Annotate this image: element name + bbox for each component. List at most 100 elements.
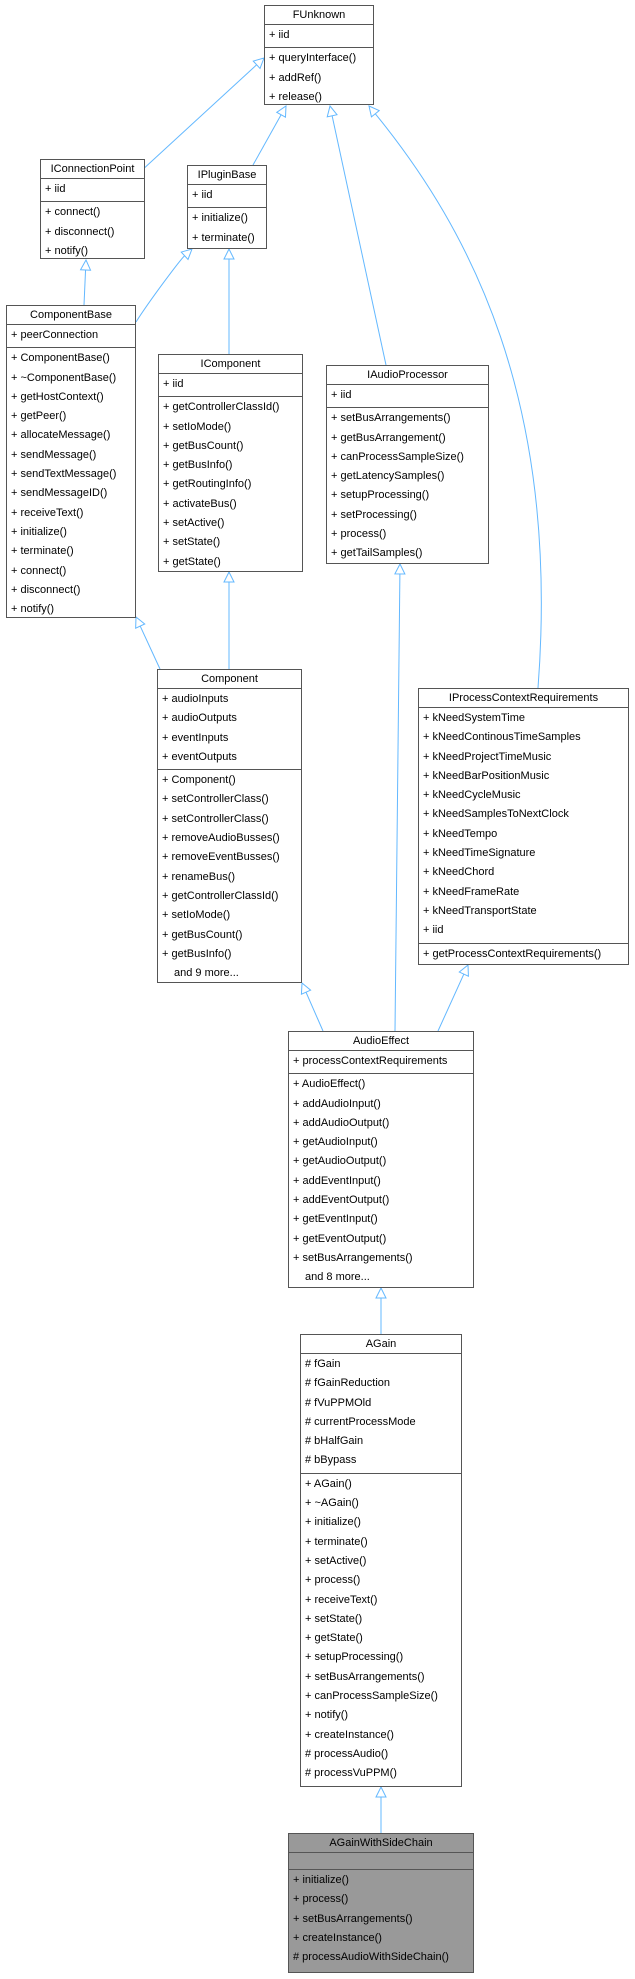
class-title[interactable]: Component	[158, 670, 301, 689]
attribute-row[interactable]: + kNeedSystemTime	[423, 712, 525, 724]
method-row[interactable]: + canProcessSampleSize()	[331, 450, 464, 463]
attribute-row[interactable]: + kNeedContinousTimeSamples	[423, 731, 581, 744]
method-row[interactable]: + Component()	[162, 774, 236, 787]
class-title[interactable]: FUnknown	[265, 6, 373, 25]
method-row[interactable]: + getEventInput()	[293, 1213, 378, 1226]
method-row[interactable]: + ~ComponentBase()	[11, 371, 117, 384]
class-title[interactable]: IProcessContextRequirements	[419, 689, 628, 708]
attribute-row[interactable]: + iid	[423, 924, 444, 937]
method-row[interactable]: + createInstance()	[293, 1931, 382, 1944]
class-ipluginbase[interactable]: IPluginBase + iid + initialize() + terminat…	[187, 165, 267, 249]
method-row[interactable]: + getBusInfo()	[163, 459, 233, 472]
class-title[interactable]: IAudioProcessor	[327, 366, 488, 385]
method-row[interactable]: + createInstance()	[305, 1728, 394, 1741]
method-row[interactable]: + getAudioOutput()	[293, 1155, 387, 1168]
method-row[interactable]: + terminate()	[11, 545, 74, 558]
method-row[interactable]: + addEventOutput()	[293, 1194, 390, 1207]
method-row[interactable]: + terminate()	[192, 231, 255, 244]
class-title[interactable]: AGainWithSideChain	[289, 1834, 473, 1853]
attribute-row[interactable]: + iid	[192, 189, 213, 201]
method-row[interactable]: + terminate()	[305, 1535, 368, 1548]
method-row[interactable]: + removeAudioBusses()	[162, 832, 280, 845]
attribute-row[interactable]: + kNeedChord	[423, 866, 495, 879]
attribute-row[interactable]: + peerConnection	[11, 329, 99, 341]
method-row[interactable]: + setupProcessing()	[331, 489, 430, 502]
method-row[interactable]: + setState()	[305, 1612, 363, 1625]
method-row[interactable]: + renameBus()	[162, 870, 236, 883]
method-row[interactable]: + getEventOutput()	[293, 1232, 387, 1245]
attribute-row[interactable]: # bHalfGain	[305, 1435, 364, 1448]
class-title[interactable]: AGain	[301, 1335, 461, 1354]
class-audioeffect[interactable]: AudioEffect+ processContextRequirements+…	[288, 1031, 474, 1288]
method-row[interactable]: + setControllerClass()	[162, 812, 269, 825]
method-row[interactable]: + setIoMode()	[163, 420, 232, 433]
method-row[interactable]: + receiveText()	[305, 1593, 378, 1606]
class-title[interactable]: IComponent	[159, 355, 302, 374]
method-row[interactable]: + getState()	[305, 1632, 363, 1645]
method-row[interactable]: + setBusArrangements()	[305, 1670, 425, 1683]
attribute-row[interactable]: + kNeedBarPositionMusic	[423, 769, 550, 782]
method-row[interactable]: + connect()	[11, 564, 67, 577]
method-row[interactable]: + getBusInfo()	[162, 947, 232, 960]
method-row[interactable]: + setActive()	[305, 1554, 367, 1567]
method-row[interactable]: + getLatencySamples()	[331, 470, 445, 483]
attribute-row[interactable]: + kNeedFrameRate	[423, 885, 520, 898]
method-row[interactable]: + removeEventBusses()	[162, 851, 280, 864]
method-row[interactable]: + initialize()	[293, 1874, 349, 1886]
method-row[interactable]: + getControllerClassId()	[162, 889, 279, 902]
class-title[interactable]: IConnectionPoint	[41, 160, 144, 179]
attribute-row[interactable]: # fGain	[305, 1358, 341, 1370]
method-row[interactable]: + addEventInput()	[293, 1174, 381, 1187]
attribute-row[interactable]: # currentProcessMode	[305, 1415, 416, 1428]
method-row[interactable]: + process()	[331, 528, 387, 541]
method-row[interactable]: + addAudioOutput()	[293, 1116, 390, 1129]
method-row[interactable]: + ~AGain()	[305, 1497, 359, 1510]
method-row[interactable]: + setBusArrangements()	[293, 1251, 413, 1264]
attribute-row[interactable]: + eventInputs	[162, 731, 229, 744]
attribute-row[interactable]: + iid	[269, 29, 290, 41]
method-row[interactable]: + process()	[305, 1574, 361, 1587]
method-row[interactable]: + sendMessage()	[11, 448, 97, 461]
method-row[interactable]: + process()	[293, 1893, 349, 1906]
method-row[interactable]: # processAudioWithSideChain()	[293, 1951, 449, 1964]
method-row[interactable]: + setIoMode()	[162, 909, 231, 922]
method-row[interactable]: # processVuPPM()	[305, 1767, 397, 1780]
method-row[interactable]: + disconnect()	[45, 225, 115, 238]
method-row[interactable]: + notify()	[45, 244, 89, 257]
method-row[interactable]: + setState()	[163, 536, 221, 549]
attribute-row[interactable]: # fGainReduction	[305, 1377, 390, 1390]
method-row[interactable]: + setBusArrangements()	[293, 1912, 413, 1925]
attribute-row[interactable]: # fVuPPMOld	[305, 1396, 372, 1409]
attribute-row[interactable]: + eventOutputs	[162, 750, 237, 763]
method-row[interactable]: + addAudioInput()	[293, 1097, 381, 1110]
method-row[interactable]: + getRoutingInfo()	[163, 478, 252, 491]
class-title[interactable]: AudioEffect	[289, 1032, 473, 1051]
method-row[interactable]: + connect()	[45, 206, 101, 219]
method-row[interactable]: + getTailSamples()	[331, 547, 423, 560]
method-row[interactable]: + getBusArrangement()	[331, 431, 446, 444]
class-iprocesscontextrequirements[interactable]: IProcessContextRequirements + kNeedSystem…	[418, 688, 629, 965]
attribute-row[interactable]: + kNeedCycleMusic	[423, 789, 521, 802]
attribute-row[interactable]: + kNeedProjectTimeMusic	[423, 750, 552, 763]
method-row[interactable]: + getControllerClassId()	[163, 401, 280, 414]
method-row[interactable]: + queryInterface()	[269, 52, 357, 65]
method-row[interactable]: + initialize()	[305, 1516, 361, 1529]
method-row[interactable]: + setControllerClass()	[162, 793, 269, 806]
class-iconnectionpoint[interactable]: IConnectionPoint + iid + connect() + discon…	[40, 159, 145, 259]
attribute-row[interactable]: + audioOutputs	[162, 712, 237, 725]
attribute-row[interactable]: + kNeedTransportState	[423, 904, 537, 917]
method-row[interactable]: + setupProcessing()	[305, 1651, 404, 1664]
method-row[interactable]: + initialize()	[11, 525, 67, 538]
class-againwithsidechain[interactable]: AGainWithSideChain + initialize() + proces…	[288, 1833, 474, 1973]
attribute-row[interactable]: + iid	[45, 183, 66, 195]
method-row[interactable]: + initialize()	[192, 212, 248, 225]
attribute-row[interactable]: + iid	[331, 389, 352, 401]
method-row[interactable]: + AudioEffect()	[293, 1078, 366, 1091]
method-row[interactable]: + activateBus()	[163, 497, 237, 510]
method-row[interactable]: + receiveText()	[11, 506, 84, 519]
method-row[interactable]: + sendTextMessage()	[11, 468, 117, 481]
method-row[interactable]: + setBusArrangements()	[331, 412, 451, 425]
more-members-label[interactable]: and 8 more...	[305, 1271, 370, 1284]
class-title[interactable]: IPluginBase	[188, 166, 266, 185]
method-row[interactable]: + sendMessageID()	[11, 487, 108, 500]
